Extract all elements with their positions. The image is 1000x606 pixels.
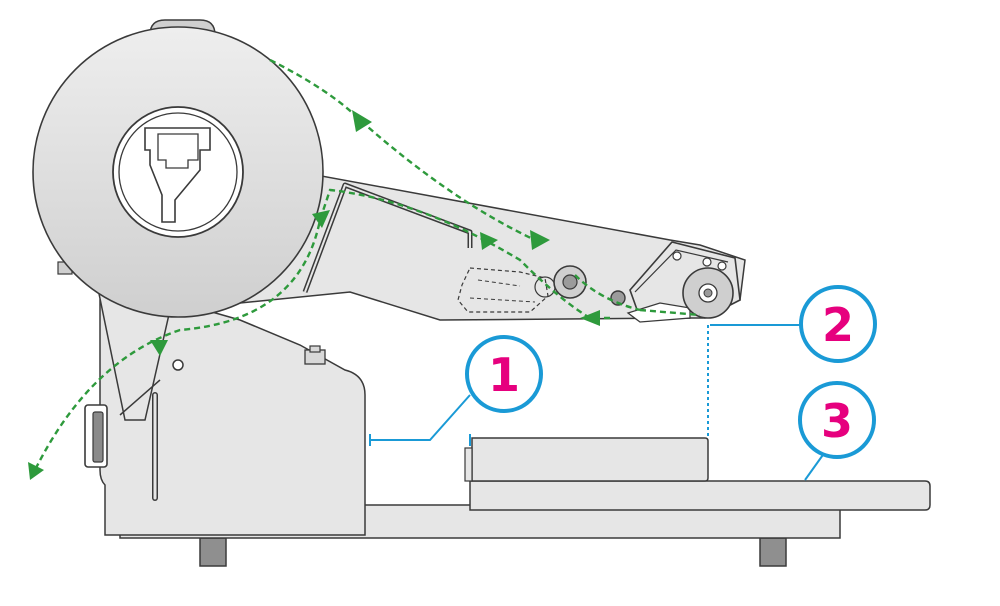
dancer-mechanism [457,267,549,313]
conveyor-table [469,480,931,511]
knob [304,345,326,365]
callout-2: 2 [799,285,877,363]
latch-handle[interactable] [84,404,108,468]
press-roller [682,267,734,319]
core-clamp [144,127,211,223]
small-roller [610,290,626,306]
guide-roller [553,265,587,299]
product-box [471,437,709,482]
callout-3: 3 [798,381,876,459]
media-path-arrows [33,58,701,471]
callout-3-label: 3 [821,394,853,448]
main-housing [99,299,366,536]
pivot-pin [172,359,184,371]
arrow-heads [28,110,600,480]
leader-lines [369,324,831,481]
callout-1: 1 [465,335,543,413]
supply-roll [32,26,324,318]
machine-feet [199,537,787,567]
callout-1-label: 1 [488,348,520,402]
callout-2-label: 2 [822,298,854,352]
